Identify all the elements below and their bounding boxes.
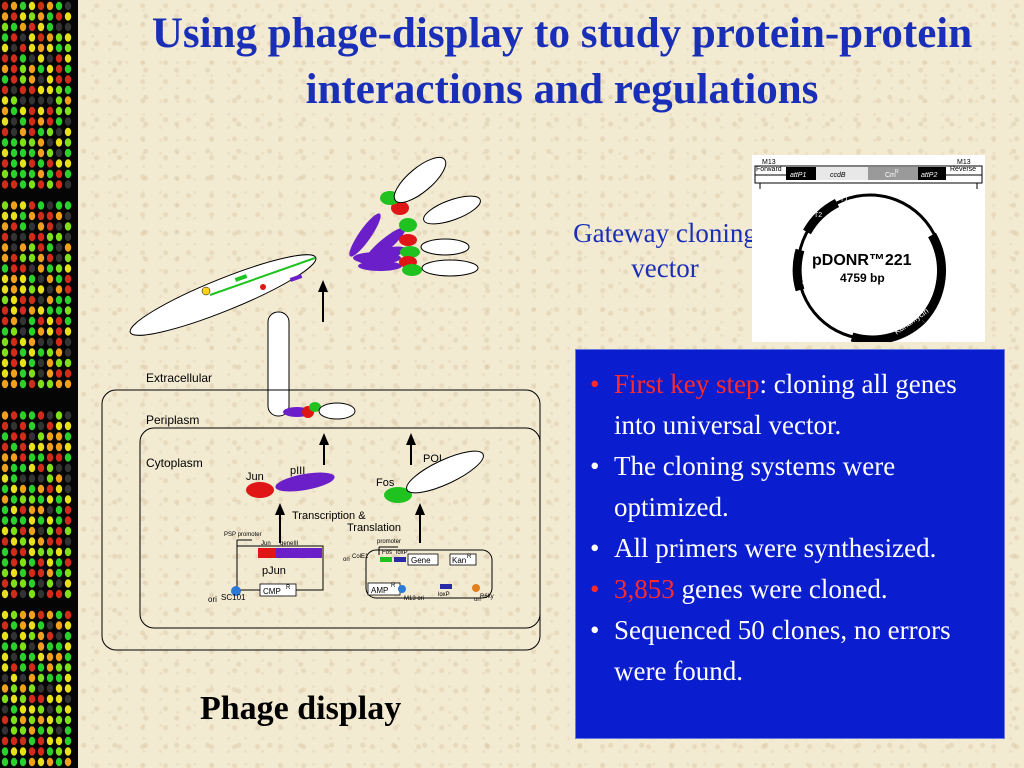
svg-text:T1: T1: [840, 196, 848, 203]
slide-title: Using phage-display to study protein-pro…: [151, 10, 973, 113]
svg-text:promoter: promoter: [377, 539, 401, 545]
pdonr221-vector-map: M13 Forward M13 Reverse attP1 ccdB Cm R …: [752, 155, 985, 342]
svg-text:Cm: Cm: [885, 172, 896, 179]
svg-text:geneIII: geneIII: [280, 541, 299, 547]
bullet-dot: •: [590, 369, 600, 399]
svg-text:M13 ori: M13 ori: [404, 596, 424, 602]
label-cytoplasm: Cytoplasm: [146, 456, 203, 470]
svg-text:R: R: [286, 585, 291, 591]
label-translation: Translation: [347, 522, 401, 534]
svg-text:loxP: loxP: [438, 592, 450, 598]
svg-text:pDONR™221: pDONR™221: [812, 252, 912, 269]
svg-text:M13: M13: [762, 159, 776, 166]
svg-text:4759 bp: 4759 bp: [840, 271, 885, 285]
label-extracellular: Extracellular: [146, 371, 212, 385]
svg-text:ori: ori: [474, 597, 481, 603]
pjun-plasmid: PSP promoter Jun geneIII pJun CMP R ori …: [208, 532, 324, 604]
microarray-image: [0, 0, 78, 768]
svg-text:AMP: AMP: [371, 586, 388, 595]
svg-text:R: R: [895, 169, 899, 175]
svg-text:R6ky: R6ky: [480, 594, 494, 600]
svg-text:Kan: Kan: [452, 556, 466, 565]
svg-text:ori: ori: [343, 557, 350, 563]
svg-text:R: R: [391, 583, 396, 589]
svg-text:Fos: Fos: [382, 550, 392, 556]
fos-plasmid: promoter ori ColE1 Fos loxP Gene Kan R A…: [343, 539, 494, 603]
svg-text:ccdB: ccdB: [830, 172, 846, 179]
label-fos: Fos: [376, 477, 395, 489]
svg-text:ori: ori: [208, 595, 217, 604]
bullet-dot: •: [590, 451, 600, 481]
svg-text:R: R: [467, 554, 472, 560]
svg-text:Forward: Forward: [756, 166, 782, 173]
svg-text:Jun: Jun: [261, 541, 271, 547]
phage-display-caption: Phage display: [200, 690, 402, 727]
bullet-dot: •: [590, 574, 600, 604]
phage-particle: [129, 156, 481, 336]
svg-text:attP2: attP2: [921, 172, 937, 179]
bullet-panel: •First key step: cloning all genes into …: [575, 349, 1005, 739]
svg-text:M13: M13: [957, 159, 971, 166]
bullet-dot: •: [590, 533, 600, 563]
label-transcription: Transcription &: [292, 510, 366, 522]
bullet-dot: •: [590, 615, 600, 645]
bullet-item: •All primers were synthesized.: [590, 528, 996, 569]
svg-text:Gene: Gene: [411, 556, 431, 565]
svg-text:SC101: SC101: [221, 593, 246, 602]
gateway-vector-label: Gateway cloning vector: [573, 218, 757, 283]
svg-text:attP1: attP1: [790, 172, 806, 179]
phage-display-diagram: Extracellular Periplasm Cytoplasm Jun pI…: [101, 156, 541, 651]
svg-text:CMP: CMP: [263, 587, 281, 596]
svg-text:PSP promoter: PSP promoter: [224, 532, 262, 538]
bullet-item: •3,853 genes were cloned.: [590, 569, 996, 610]
svg-text:ColE1: ColE1: [352, 554, 369, 560]
label-periplasm: Periplasm: [146, 413, 199, 427]
bullet-item: •Sequenced 50 clones, no errors were fou…: [590, 610, 996, 692]
bullet-item: •First key step: cloning all genes into …: [590, 364, 996, 446]
svg-text:Reverse: Reverse: [950, 166, 976, 173]
svg-text:loxP: loxP: [396, 550, 408, 556]
svg-text:T2: T2: [814, 212, 822, 219]
label-piii: pIII: [290, 465, 305, 477]
bullet-item: •The cloning systems were optimized.: [590, 446, 996, 528]
label-jun: Jun: [246, 471, 264, 483]
svg-text:pJun: pJun: [262, 565, 286, 577]
